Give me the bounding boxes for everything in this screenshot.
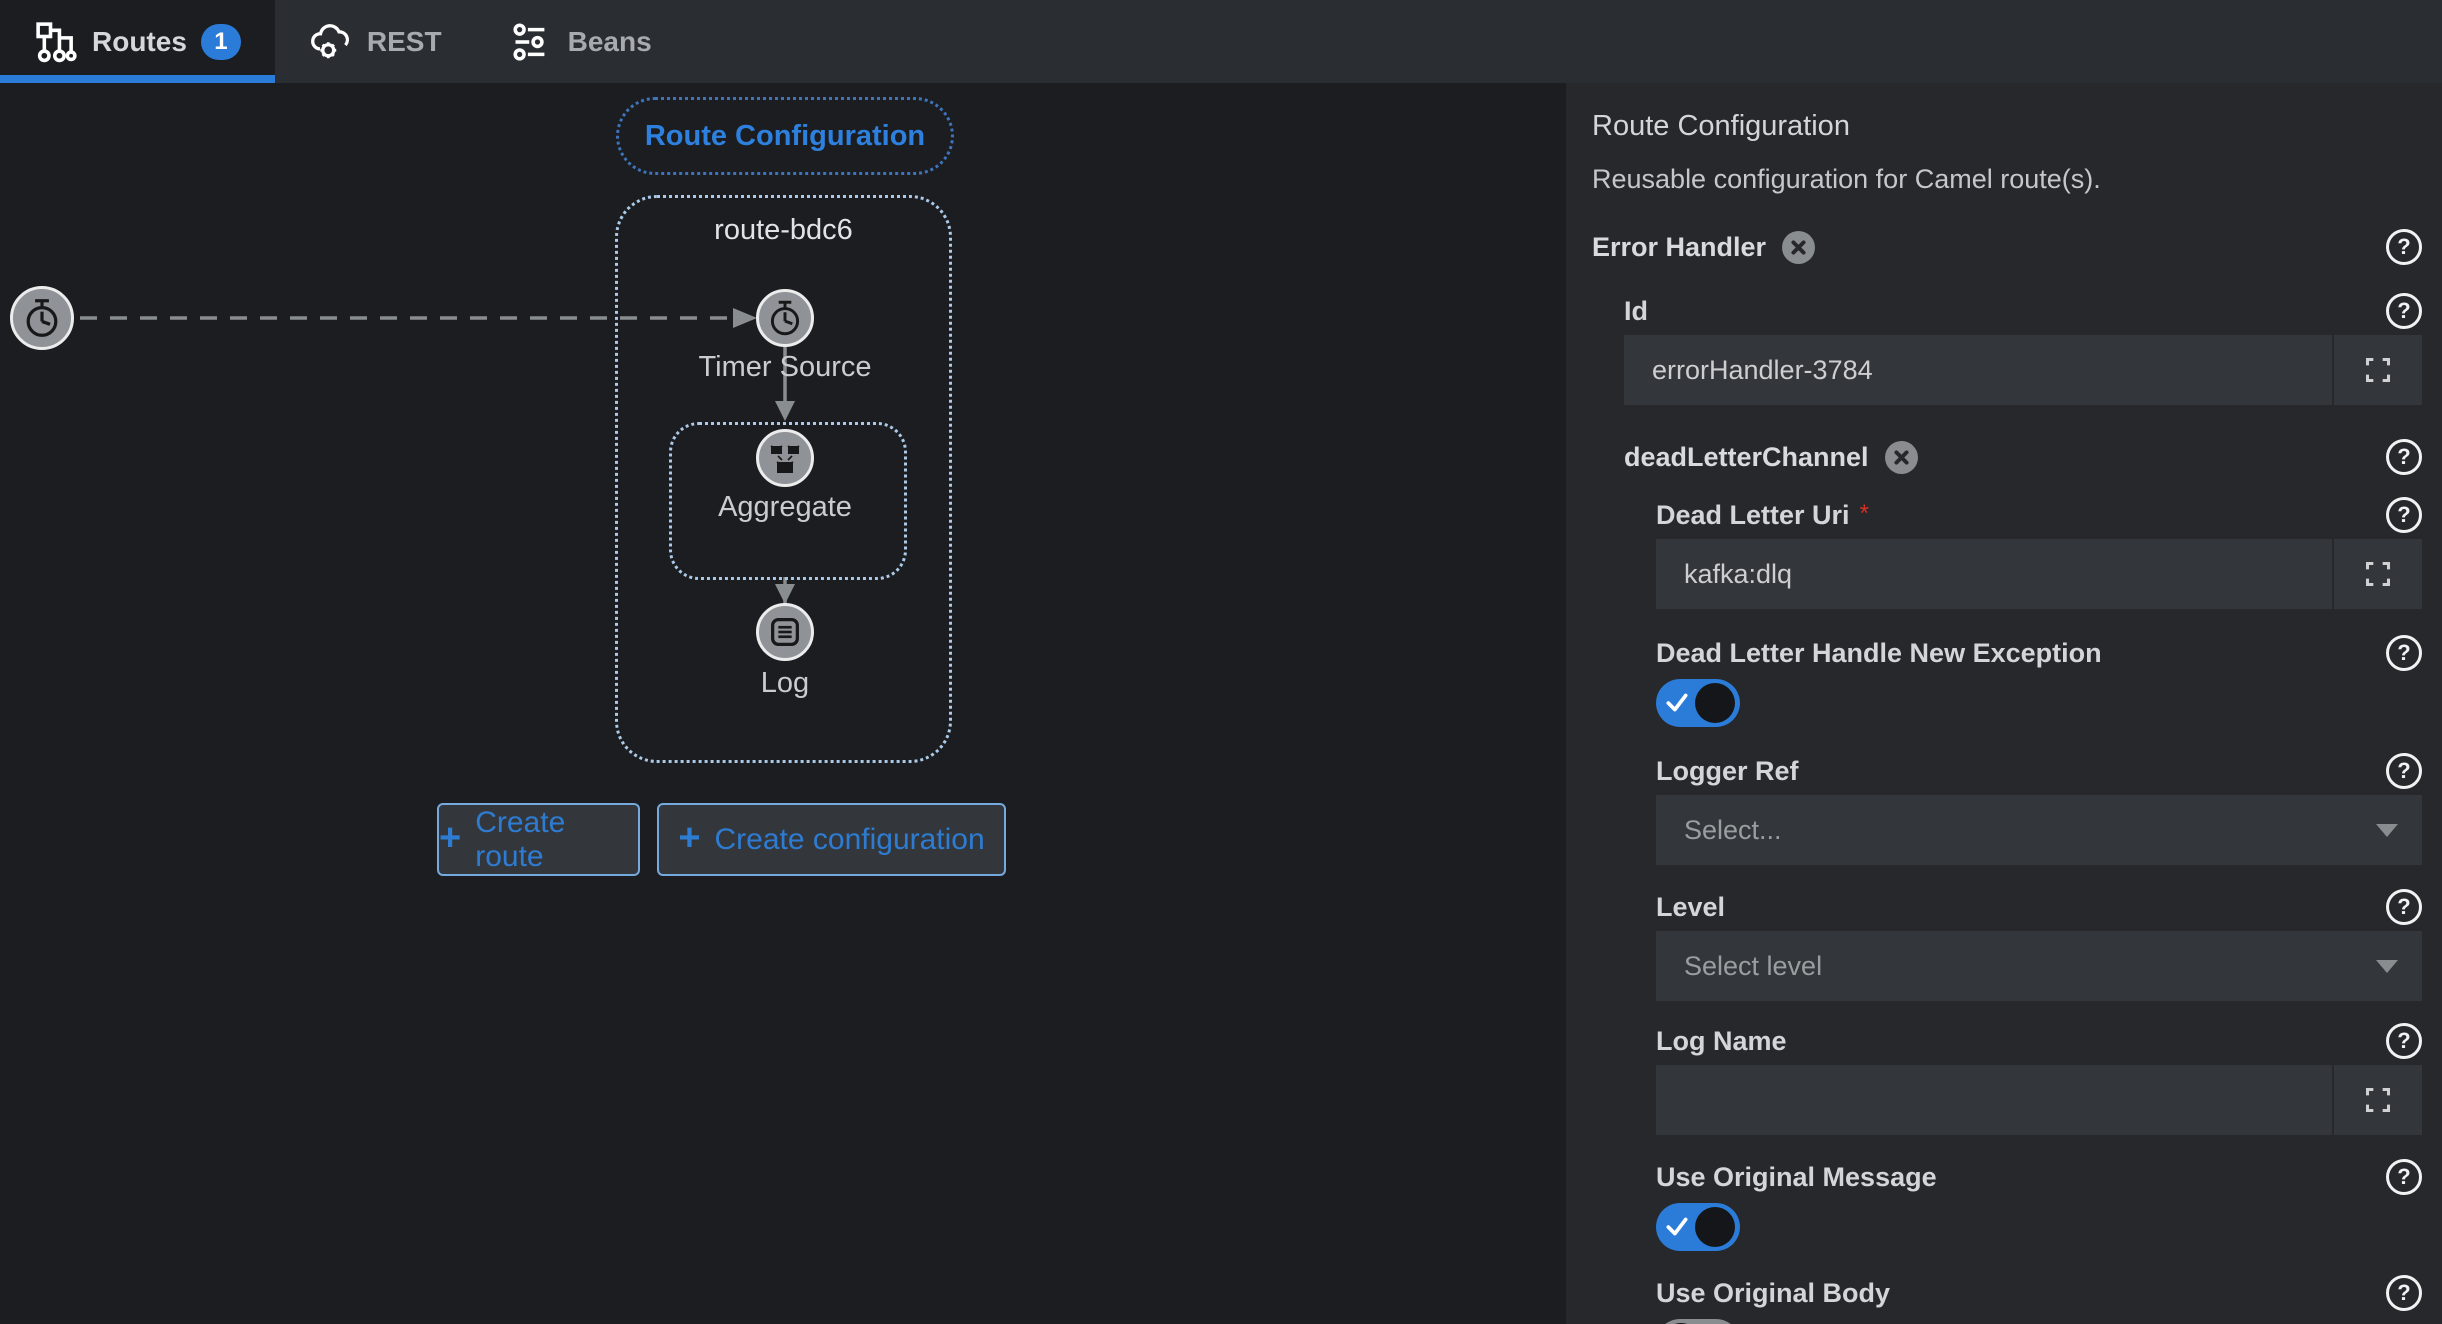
- expand-field-button[interactable]: [2334, 1065, 2422, 1135]
- tab-beans-label: Beans: [567, 25, 652, 57]
- route-group-label: route-bdc6: [714, 214, 853, 246]
- log-name-label: Log Name: [1656, 1026, 1787, 1056]
- timer-node[interactable]: [756, 289, 814, 347]
- timer-node-label: Timer Source: [698, 351, 872, 383]
- expand-field-button[interactable]: [2334, 539, 2422, 609]
- tab-rest[interactable]: REST: [275, 0, 476, 83]
- aggregate-node[interactable]: [756, 429, 814, 487]
- level-select[interactable]: Select level: [1656, 931, 2422, 1001]
- tab-routes[interactable]: Routes 1: [0, 0, 275, 83]
- expand-field-button[interactable]: [2334, 335, 2422, 405]
- handle-new-exception-label: Dead Letter Handle New Exception: [1656, 638, 2102, 668]
- routes-tree-icon: [34, 20, 78, 64]
- help-icon[interactable]: ?: [2386, 229, 2422, 265]
- routes-count-badge: 1: [200, 23, 241, 60]
- remove-error-handler-icon[interactable]: [1782, 230, 1816, 264]
- tab-bar: Routes 1 REST Beans: [0, 0, 2442, 83]
- stopwatch-icon: [770, 300, 800, 336]
- aggregate-icon: [770, 445, 800, 473]
- logger-ref-label: Logger Ref: [1656, 756, 1799, 786]
- panel-title: Route Configuration: [1592, 110, 1850, 142]
- plus-icon: +: [439, 816, 462, 859]
- help-icon[interactable]: ?: [2386, 497, 2422, 533]
- dead-letter-uri-label: Dead Letter Uri: [1656, 500, 1850, 530]
- dead-letter-channel-section-header: deadLetterChannel ?: [1624, 439, 2422, 475]
- log-node[interactable]: [756, 603, 814, 661]
- stopwatch-icon: [26, 299, 58, 337]
- error-handler-section-header: Error Handler ?: [1592, 229, 2422, 265]
- help-icon[interactable]: ?: [2386, 1023, 2422, 1059]
- create-configuration-button[interactable]: + Create configuration: [657, 803, 1006, 876]
- cloud-gear-icon: [309, 20, 353, 64]
- handle-new-exception-toggle[interactable]: [1656, 679, 1740, 727]
- use-original-body-toggle[interactable]: [1656, 1319, 1740, 1324]
- route-configuration-node[interactable]: Route Configuration: [616, 97, 954, 175]
- logger-ref-select[interactable]: Select...: [1656, 795, 2422, 865]
- dead-letter-channel-label: deadLetterChannel: [1624, 442, 1869, 472]
- id-input[interactable]: errorHandler-3784: [1624, 335, 2422, 405]
- dead-letter-uri-input[interactable]: kafka:dlq: [1656, 539, 2422, 609]
- create-route-button-label: Create route: [475, 805, 566, 873]
- tab-beans[interactable]: Beans: [476, 0, 686, 83]
- create-route-button[interactable]: + Create route: [437, 803, 640, 876]
- help-icon[interactable]: ?: [2386, 293, 2422, 329]
- edges-layer: [80, 308, 795, 605]
- error-handler-label: Error Handler: [1592, 232, 1767, 262]
- chevron-down-icon: [2376, 959, 2398, 973]
- sliders-icon: [510, 20, 554, 64]
- logger-ref-placeholder: Select...: [1684, 814, 1782, 845]
- route-group[interactable]: route-bdc6: [615, 195, 952, 763]
- use-original-message-label: Use Original Message: [1656, 1162, 1937, 1192]
- dead-letter-uri-input-value[interactable]: kafka:dlq: [1684, 558, 1793, 589]
- plus-icon: +: [678, 816, 701, 859]
- aggregate-group[interactable]: [669, 422, 907, 580]
- required-asterisk: *: [1859, 500, 1869, 527]
- config-form-panel: Route Configuration Reusable configurati…: [1566, 83, 2442, 1324]
- chevron-down-icon: [2376, 823, 2398, 837]
- remove-dead-letter-channel-icon[interactable]: [1884, 440, 1918, 474]
- aggregate-node-label: Aggregate: [718, 491, 852, 523]
- log-icon: [771, 618, 799, 646]
- level-placeholder: Select level: [1684, 950, 1823, 981]
- level-label: Level: [1656, 892, 1726, 922]
- log-node-label: Log: [760, 667, 810, 699]
- help-icon[interactable]: ?: [2386, 635, 2422, 671]
- help-icon[interactable]: ?: [2386, 889, 2422, 925]
- help-icon[interactable]: ?: [2386, 753, 2422, 789]
- help-icon[interactable]: ?: [2386, 1159, 2422, 1195]
- log-name-input-value[interactable]: [1656, 1065, 2332, 1135]
- tab-rest-label: REST: [366, 25, 442, 57]
- panel-subtitle: Reusable configuration for Camel route(s…: [1592, 164, 2101, 194]
- use-original-body-label: Use Original Body: [1656, 1278, 1891, 1308]
- id-label: Id: [1624, 296, 1648, 326]
- route-configuration-node-label: Route Configuration: [644, 119, 926, 152]
- id-input-value[interactable]: errorHandler-3784: [1652, 354, 1873, 385]
- use-original-message-toggle[interactable]: [1656, 1203, 1740, 1251]
- log-name-input[interactable]: [1656, 1065, 2422, 1135]
- route-canvas[interactable]: Route Configuration route-bdc6 Timer Sou…: [0, 83, 1566, 1324]
- help-icon[interactable]: ?: [2386, 1275, 2422, 1311]
- help-icon[interactable]: ?: [2386, 439, 2422, 475]
- ghost-timer-node[interactable]: [10, 286, 74, 350]
- tab-routes-label: Routes: [92, 25, 187, 57]
- create-configuration-button-label: Create configuration: [714, 822, 985, 856]
